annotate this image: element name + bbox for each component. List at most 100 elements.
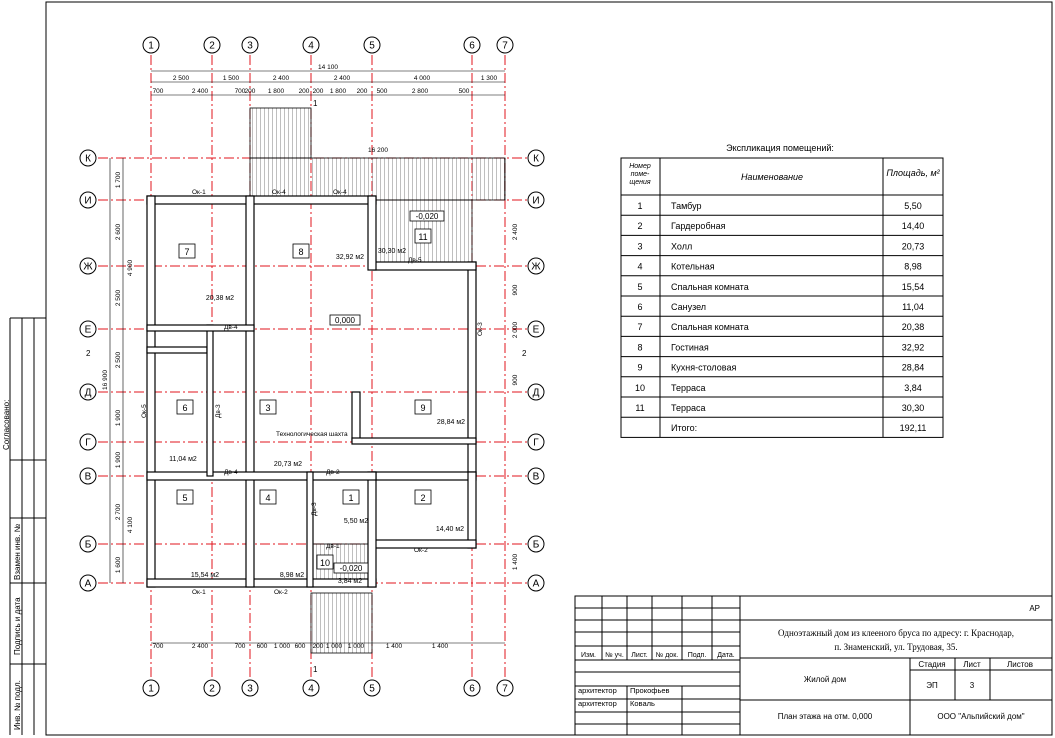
row-name: Гардеробная (671, 221, 726, 231)
axis-label: 1 (148, 684, 154, 695)
room-number: 1 (348, 493, 353, 503)
dimension-text: 1 800 (268, 88, 285, 95)
row-num: 7 (637, 322, 642, 332)
door-label: Дв-2 (326, 469, 340, 476)
axis-label: Е (85, 325, 92, 336)
axis-bubble: К (79, 149, 97, 167)
window-label: Ок-2 (414, 547, 428, 554)
axis-label: 6 (469, 684, 475, 695)
axis-bubble: К (527, 149, 545, 167)
address-line1: Одноэтажный дом из клееного бруса по адр… (778, 628, 1014, 638)
room-6: 611,04 м2 (169, 399, 197, 463)
axis-label: 1 (148, 41, 154, 52)
row-area: 28,84 (902, 363, 925, 373)
axis-label: Д (533, 388, 540, 399)
role-1: архитектор (578, 686, 617, 695)
row-area: 15,54 (902, 282, 925, 292)
axis-label: В (533, 472, 540, 483)
row-num: 6 (637, 302, 642, 312)
sheet-label: Лист (963, 660, 981, 669)
axis-label: К (85, 154, 91, 165)
dimension-text: 1 500 (223, 75, 240, 82)
stamp-col-header: Дата. (717, 652, 735, 659)
agreed-label: Согласовано: (2, 400, 11, 450)
section-mark-bottom: 1 (313, 665, 318, 674)
doc-code: АР (1029, 604, 1040, 613)
row-name: Санузел (671, 302, 706, 312)
dimension-text: 700 (235, 643, 246, 650)
dimension-text: 2 400 (334, 75, 351, 82)
row-area: 32,92 (902, 342, 925, 352)
axis-bubble: Е (527, 320, 545, 338)
side-mark-right: 2 (522, 349, 527, 358)
axis-bubble: 1 (142, 679, 160, 697)
left-margin-stamp: Согласовано: Взамен инв. № Подпись и дат… (2, 317, 46, 735)
dimension-text: 200 (313, 643, 324, 650)
axis-bubble: 2 (203, 36, 221, 54)
row-area: 20,38 (902, 322, 925, 332)
axis-bubble: Д (527, 383, 545, 401)
room-area: 15,54 м2 (191, 572, 219, 579)
dimension-text: 4 900 (127, 259, 134, 276)
level-terrace-bottom: -0,020 (340, 564, 363, 573)
axis-label: 5 (369, 41, 375, 52)
row-name: Итого: (671, 423, 697, 433)
side-mark-left: 2 (86, 349, 91, 358)
axis-label: Б (533, 540, 540, 551)
explication-row: Итого: 192,11 (671, 423, 926, 433)
room-5: 5 15,54 м2 (176, 489, 219, 579)
axis-bubble: 5 (363, 679, 381, 697)
axis-label: 2 (209, 684, 215, 695)
room-number: 6 (182, 403, 187, 413)
room-4: 48,98 м2 (259, 489, 304, 579)
row-area: 192,11 (900, 423, 927, 433)
dimension-text: 1 000 (326, 643, 343, 650)
dimension-text: 1 900 (115, 409, 122, 426)
openings: Ок-1 Ок-4 Ок-4 Ок-5 Ок-3 Ок-1 Ок-2 Ок-2 … (141, 189, 484, 596)
axis-label: И (532, 196, 539, 207)
terrace-top-deck (249, 157, 506, 201)
axis-bubble: И (79, 191, 97, 209)
row-num: 9 (637, 363, 642, 373)
axis-bubble: А (79, 574, 97, 592)
row-num: 3 (637, 241, 642, 251)
header-area: Площадь, м² (886, 168, 940, 178)
row-num: 5 (637, 282, 642, 292)
axis-label: 6 (469, 41, 475, 52)
row-area: 11,04 (902, 302, 924, 312)
dimension-text: 1 000 (348, 643, 365, 650)
stamp-col-header: № уч. (605, 652, 624, 659)
section-mark-top: 1 (313, 99, 318, 108)
axis-bubble: Д (79, 383, 97, 401)
axis-label: 4 (308, 41, 314, 52)
window-label: Ок-1 (192, 589, 206, 596)
explication-row: 6 Санузел 11,04 (637, 302, 923, 312)
room-number: 7 (184, 247, 189, 257)
axis-label: Ж (531, 262, 541, 273)
header-name: Наименование (741, 172, 803, 182)
row-area: 8,98 (904, 262, 922, 272)
title-block: Изм.№ уч.Лист.№ док.Подп.Дата. АР Одноэт… (574, 595, 1053, 736)
stamp-col-header: Подп. (688, 652, 707, 659)
explication-title: Экспликация помещений: (726, 143, 834, 153)
axis-label: Г (533, 438, 539, 449)
stamp-col-header: № док. (656, 652, 678, 659)
room-1: 15,50 м2 (342, 489, 368, 525)
room-number: 5 (182, 493, 187, 503)
door-label: Дв-4 (224, 324, 238, 331)
room-10: 103,84 м2 (316, 554, 362, 585)
row-name: Спальная комната (671, 322, 749, 332)
dimension-text: 1 000 (274, 643, 291, 650)
room-2: 214,40 м2 (414, 489, 464, 533)
inv-num-label: Инв. № подл. (13, 680, 22, 730)
row-name: Терраса (671, 403, 706, 413)
name-1: Прокофьев (630, 686, 670, 695)
dimension-text: 14 100 (318, 64, 338, 71)
dimension-text: 1 600 (115, 556, 122, 573)
